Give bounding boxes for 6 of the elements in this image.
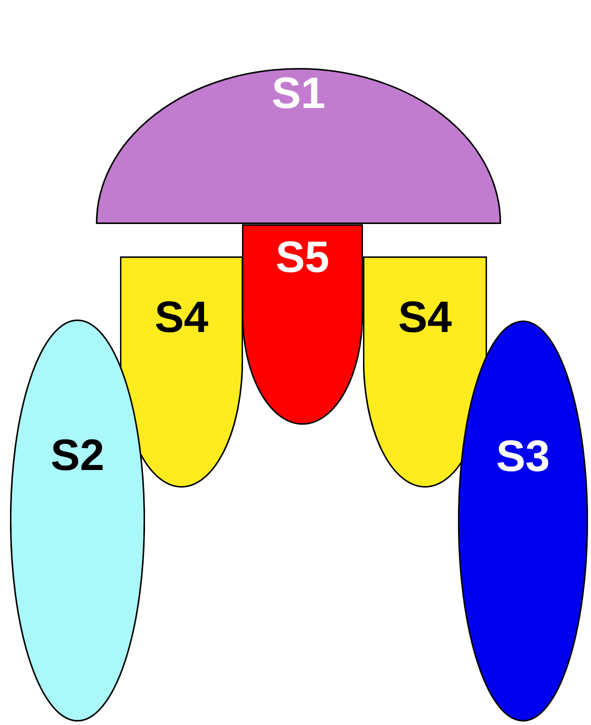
shape-label: S3 [496, 435, 550, 479]
shape-label: S1 [272, 72, 326, 116]
shape-label: S5 [276, 236, 330, 280]
shape-label: S4 [398, 296, 452, 340]
shape-label: S4 [154, 296, 208, 340]
shape-label: S2 [50, 434, 104, 478]
